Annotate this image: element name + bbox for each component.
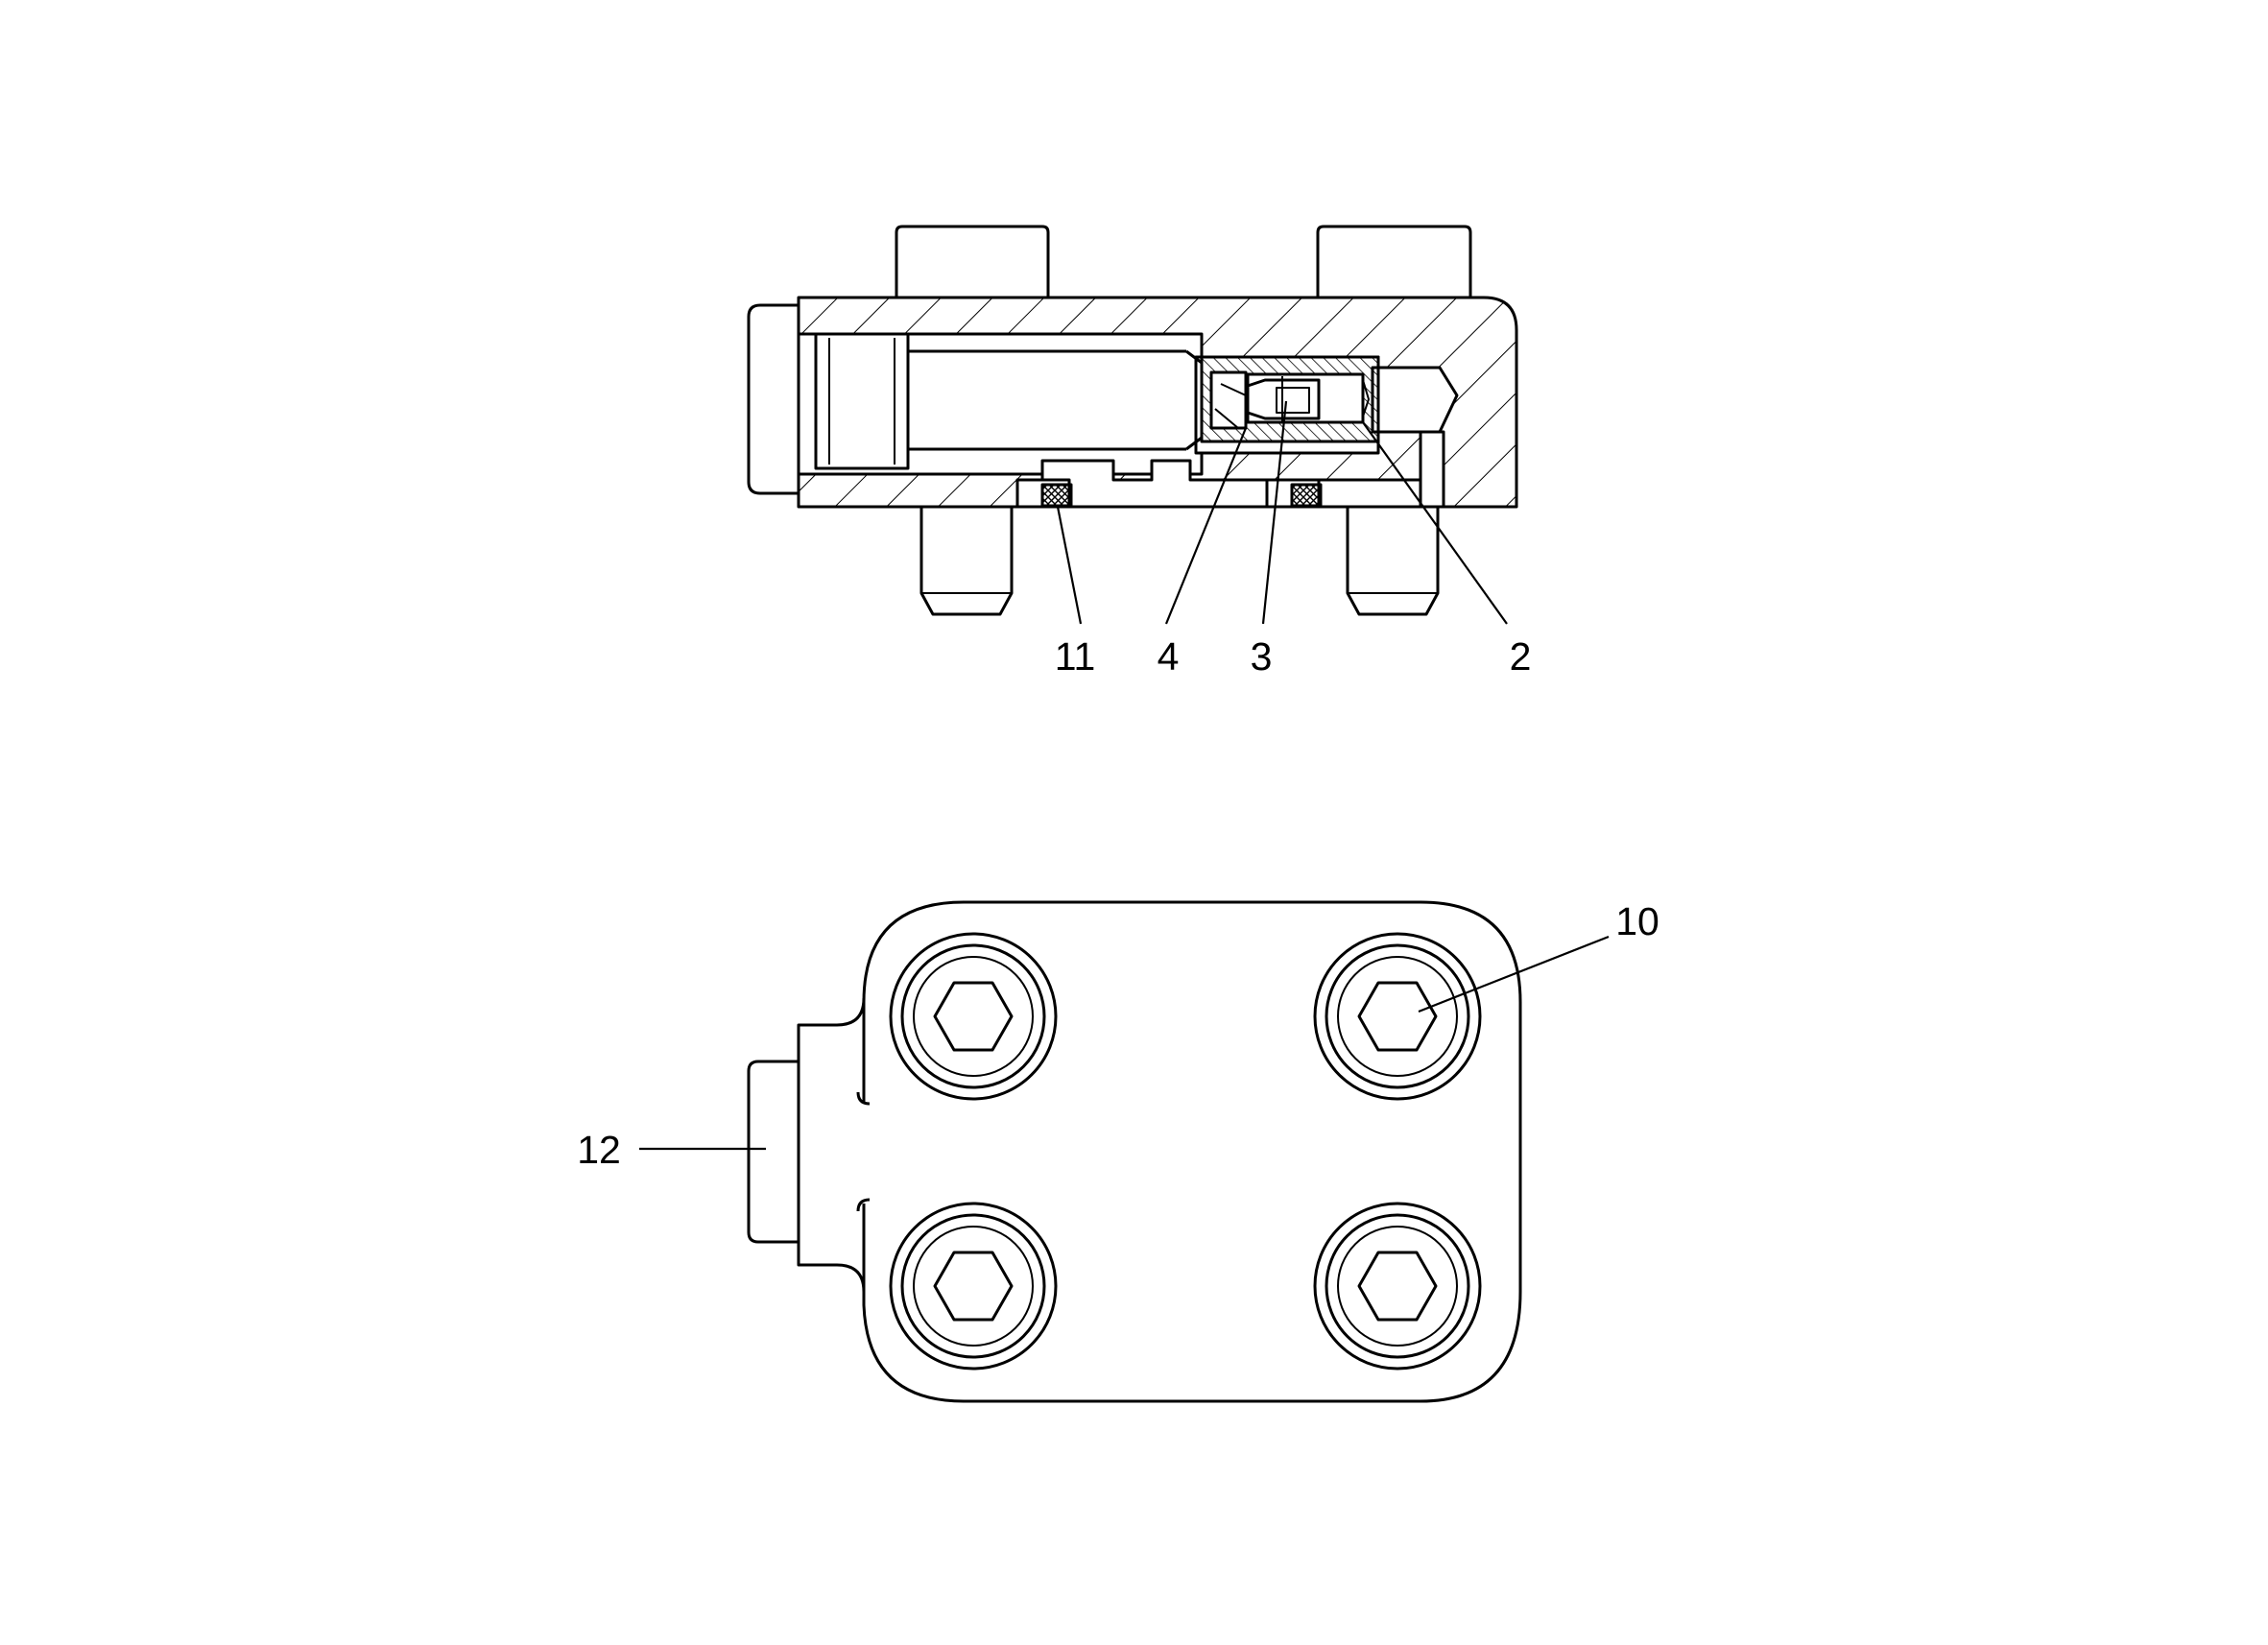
bolt-shank-right: [1346, 507, 1440, 616]
bolt-shank-left: [919, 507, 1014, 616]
hex-socket-icon: [1357, 1251, 1438, 1322]
seal-left: [1040, 483, 1073, 508]
bolt-head-right: [1316, 225, 1472, 298]
callout-4: 4: [1158, 634, 1180, 679]
seal-right: [1290, 483, 1323, 508]
plan-view: [747, 900, 1522, 1403]
threaded-plug: [814, 332, 910, 470]
cap-screw-top-left: [889, 932, 1058, 1101]
callout-3: 3: [1251, 634, 1273, 679]
bolt-head-left: [895, 225, 1050, 298]
callout-11: 11: [1055, 634, 1096, 679]
hex-socket-icon: [933, 981, 1014, 1052]
section-leaders: [1056, 400, 1508, 625]
section-view: [747, 225, 1518, 616]
callout-2: 2: [1510, 634, 1532, 679]
cap-screw-bottom-left: [889, 1202, 1058, 1371]
plan-leaders: [639, 935, 1610, 1151]
callout-10: 10: [1615, 899, 1659, 943]
block-outline: [862, 900, 1522, 1403]
cap-screw-top-right: [1313, 932, 1482, 1101]
cap-screw-bottom-right: [1313, 1202, 1482, 1371]
hex-socket-icon: [1357, 981, 1438, 1052]
hex-socket-icon: [933, 1251, 1014, 1322]
callout-12: 12: [577, 1128, 621, 1172]
end-plug: [747, 303, 799, 495]
port-boss: [797, 997, 866, 1293]
